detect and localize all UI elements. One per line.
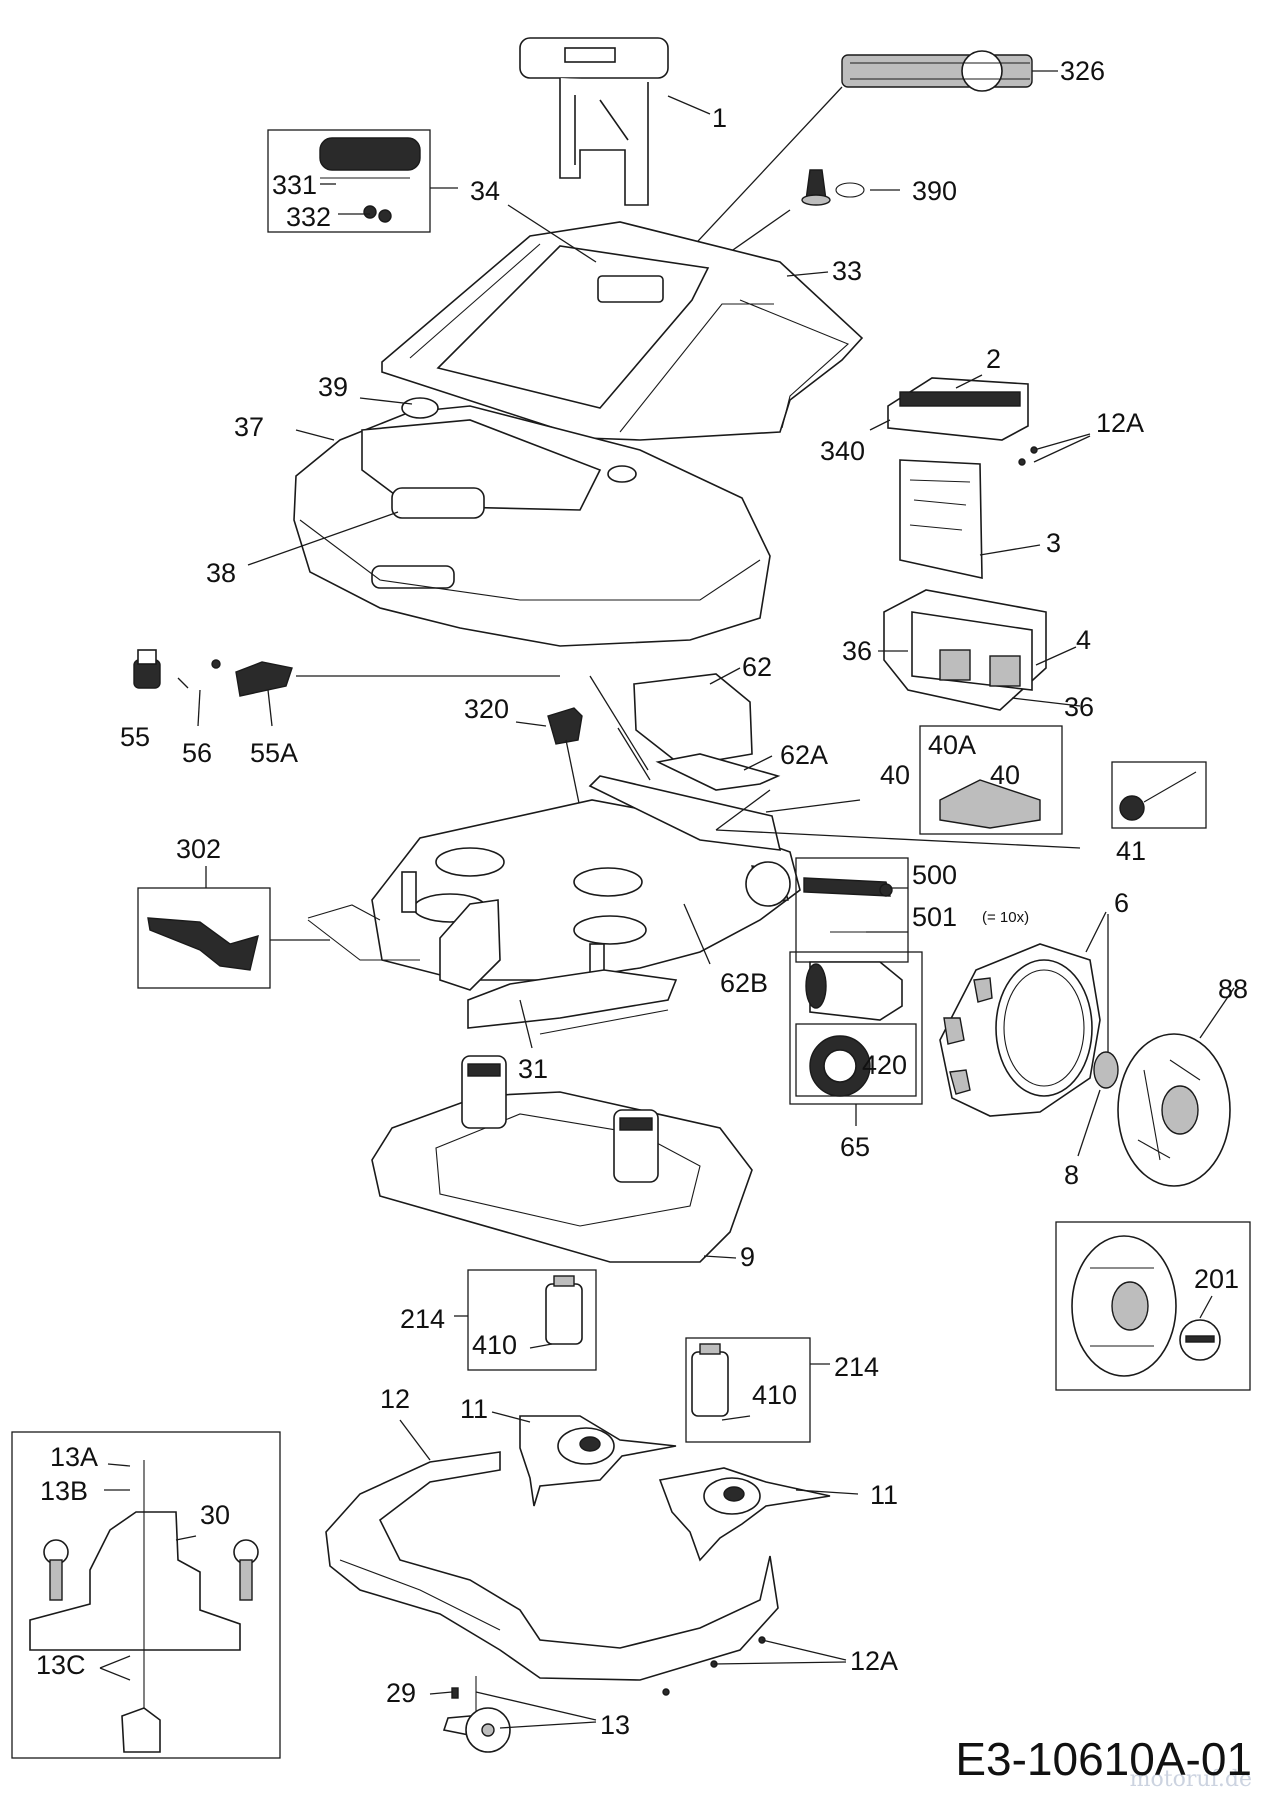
label-13: 13	[600, 1710, 631, 1740]
label-13B: 13B	[40, 1476, 89, 1506]
label-214-b: 214	[834, 1352, 880, 1382]
label-6: 6	[1114, 888, 1130, 918]
label-88: 88	[1218, 974, 1249, 1004]
label-55A: 55A	[250, 738, 299, 768]
label-33: 33	[832, 256, 863, 286]
label-201: 201	[1194, 1264, 1240, 1294]
label-3: 3	[1046, 528, 1062, 558]
label-1: 1	[712, 103, 728, 133]
label-302: 302	[176, 834, 222, 864]
hubcap-part-201	[1071, 1235, 1221, 1377]
label-2: 2	[986, 344, 1002, 374]
label-40: 40	[880, 760, 911, 790]
guard-part-12	[325, 1451, 779, 1681]
pad-part-62	[633, 673, 753, 767]
tray-part-2	[887, 377, 1029, 441]
label-34: 34	[470, 176, 501, 206]
label-40A: 40A	[928, 730, 977, 760]
label-410-a: 410	[472, 1330, 518, 1360]
label-390: 390	[912, 176, 958, 206]
knob-part-390	[801, 169, 865, 206]
hubcap-part-88	[1117, 1033, 1231, 1187]
hub-part-8	[1093, 1051, 1119, 1089]
label-13C: 13C	[36, 1650, 86, 1680]
label-41: 41	[1116, 836, 1147, 866]
label-31: 31	[518, 1054, 549, 1084]
mesh-part-40	[939, 779, 1041, 829]
wheel-part-6	[939, 943, 1101, 1117]
label-12A-bottom: 12A	[850, 1646, 899, 1676]
label-38: 38	[206, 558, 237, 588]
label-62A: 62A	[780, 740, 829, 770]
cap-part-320	[547, 707, 583, 745]
chassis-part-31	[307, 775, 801, 1035]
label-332: 332	[286, 202, 332, 232]
caster-wheel-part-13	[442, 1676, 511, 1753]
label-214-a: 214	[400, 1304, 446, 1334]
label-37: 37	[234, 412, 265, 442]
label-13A: 13A	[50, 1442, 99, 1472]
clip-part-55A	[235, 661, 293, 697]
top-cover-part-33	[381, 221, 864, 441]
label-quantity-note: (= 10x)	[982, 909, 1030, 926]
label-500: 500	[912, 860, 958, 890]
deck-plate-part-9	[371, 1055, 753, 1263]
label-30: 30	[200, 1500, 231, 1530]
label-9: 9	[740, 1242, 756, 1272]
motor-part-410-b	[691, 1343, 729, 1417]
foot-part-55	[133, 649, 161, 689]
bracket-part-302	[147, 917, 259, 971]
caster-assembly-part-30	[29, 1460, 259, 1753]
watermark: motoruf.de	[1129, 1767, 1252, 1792]
label-36-a: 36	[842, 636, 873, 666]
circuit-board-part-3	[899, 459, 983, 579]
label-56: 56	[182, 738, 213, 768]
label-326: 326	[1060, 56, 1106, 86]
document-code: E3-10610A-01	[955, 1733, 1252, 1785]
grille-part-326	[841, 50, 1033, 92]
label-501: 501	[912, 902, 958, 932]
label-11-b: 11	[870, 1480, 899, 1510]
label-29: 29	[386, 1678, 417, 1708]
label-12: 12	[380, 1384, 411, 1414]
gear-ring-part-420	[809, 1035, 871, 1097]
label-39: 39	[318, 372, 349, 402]
label-36-b: 36	[1064, 692, 1095, 722]
label-410-b: 410	[752, 1380, 798, 1410]
motor-part-410-a	[545, 1275, 583, 1345]
label-320: 320	[464, 694, 510, 724]
cable-part-500	[803, 877, 893, 933]
blade-disc-part-11-a	[519, 1415, 677, 1507]
label-4: 4	[1076, 625, 1092, 655]
label-65: 65	[840, 1132, 871, 1162]
label-40-box: 40	[990, 760, 1021, 790]
base-shell-part-37	[293, 397, 771, 647]
label-62: 62	[742, 652, 773, 682]
label-11-a: 11	[460, 1394, 489, 1424]
label-62B: 62B	[720, 968, 769, 998]
pad-part-62A	[655, 753, 781, 791]
label-340: 340	[820, 436, 866, 466]
motor-part-65	[805, 961, 903, 1021]
blade-disc-part-11-b	[658, 1467, 831, 1562]
cover-part-331	[319, 137, 421, 223]
handle-part-1	[519, 37, 669, 206]
plug-icon	[1119, 771, 1197, 821]
label-420: 420	[862, 1050, 908, 1080]
label-331: 331	[272, 170, 318, 200]
housing-part-4	[883, 589, 1047, 711]
label-55: 55	[120, 722, 151, 752]
label-12A-top: 12A	[1096, 408, 1145, 438]
label-8: 8	[1064, 1160, 1080, 1190]
